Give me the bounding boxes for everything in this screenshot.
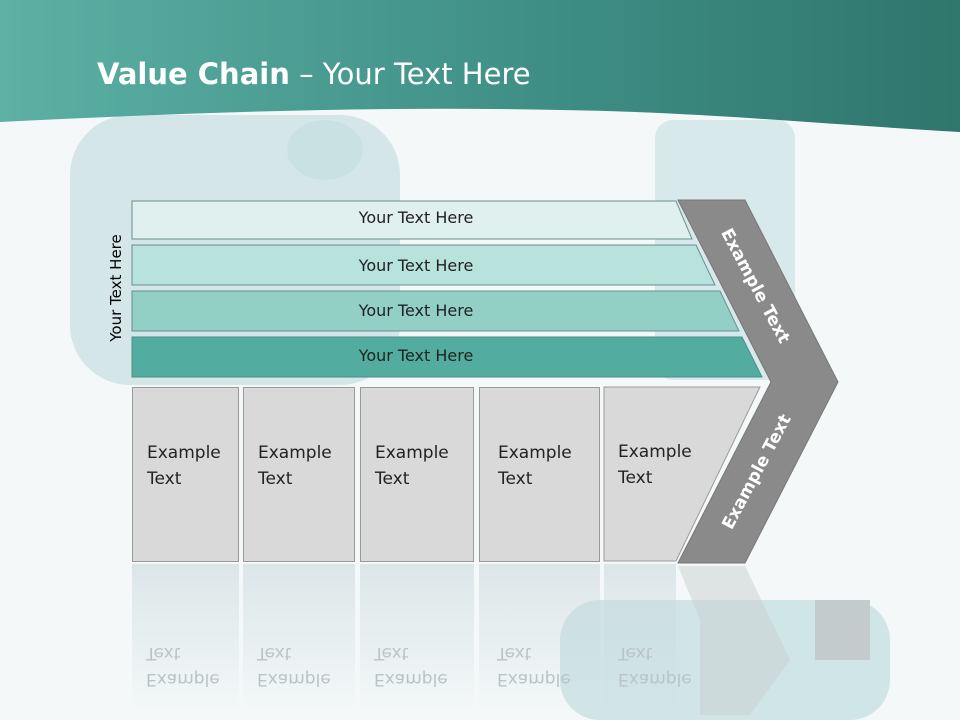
support-row-2: [131, 244, 716, 286]
box-2-line1: Example: [258, 443, 332, 463]
box-5-line2: Text: [618, 468, 653, 488]
box-2-reflection-line2: Text: [257, 643, 292, 663]
box-4-reflection-line2: Text: [497, 643, 532, 663]
box-3-reflection: Example Text: [360, 564, 474, 714]
title-bold: Value Chain: [97, 57, 290, 91]
support-row-1: [131, 200, 693, 240]
support-row-1-label: Your Text Here: [358, 208, 474, 227]
box-2-reflection-line1: Example: [257, 669, 331, 689]
box-3-reflection-line1: Example: [374, 669, 448, 689]
box-4-line2: Text: [498, 469, 533, 489]
support-row-3-label: Your Text Here: [358, 301, 474, 320]
support-row-4: [131, 336, 763, 378]
box-1-reflection-line1: Example: [146, 669, 220, 689]
slide-title: Value Chain – Your Text Here: [97, 54, 531, 94]
margin-arrow: [677, 199, 839, 564]
box-4-line1: Example: [498, 443, 572, 463]
box-5-reflection-line2: Text: [618, 643, 653, 663]
box-3-line1: Example: [375, 443, 449, 463]
box-3-reflection-line2: Text: [374, 643, 409, 663]
box-2-reflection: Example Text: [243, 564, 355, 714]
box-1-reflection-line2: Text: [146, 643, 181, 663]
support-row-3: [131, 290, 740, 332]
support-row-2-label: Your Text Here: [358, 256, 474, 275]
box-1-line1: Example: [147, 443, 221, 463]
box-1-reflection: Example Text: [132, 564, 239, 714]
box-5-reflection-line1: Example: [618, 669, 692, 689]
header-wave: [0, 0, 960, 132]
box-5-reflection: Example Text: [604, 564, 692, 714]
primary-box-5-shape: [603, 386, 761, 562]
box-3-line2: Text: [375, 469, 410, 489]
box-5-line1: Example: [618, 442, 692, 462]
box-1-line2: Text: [147, 469, 182, 489]
box-4-reflection-line1: Example: [497, 669, 571, 689]
box-4-reflection: Example Text: [479, 564, 600, 714]
margin-arrow-reflection: [678, 566, 790, 715]
support-row-4-label: Your Text Here: [358, 346, 474, 365]
box-2-line2: Text: [258, 469, 293, 489]
title-rest: – Your Text Here: [289, 57, 531, 91]
